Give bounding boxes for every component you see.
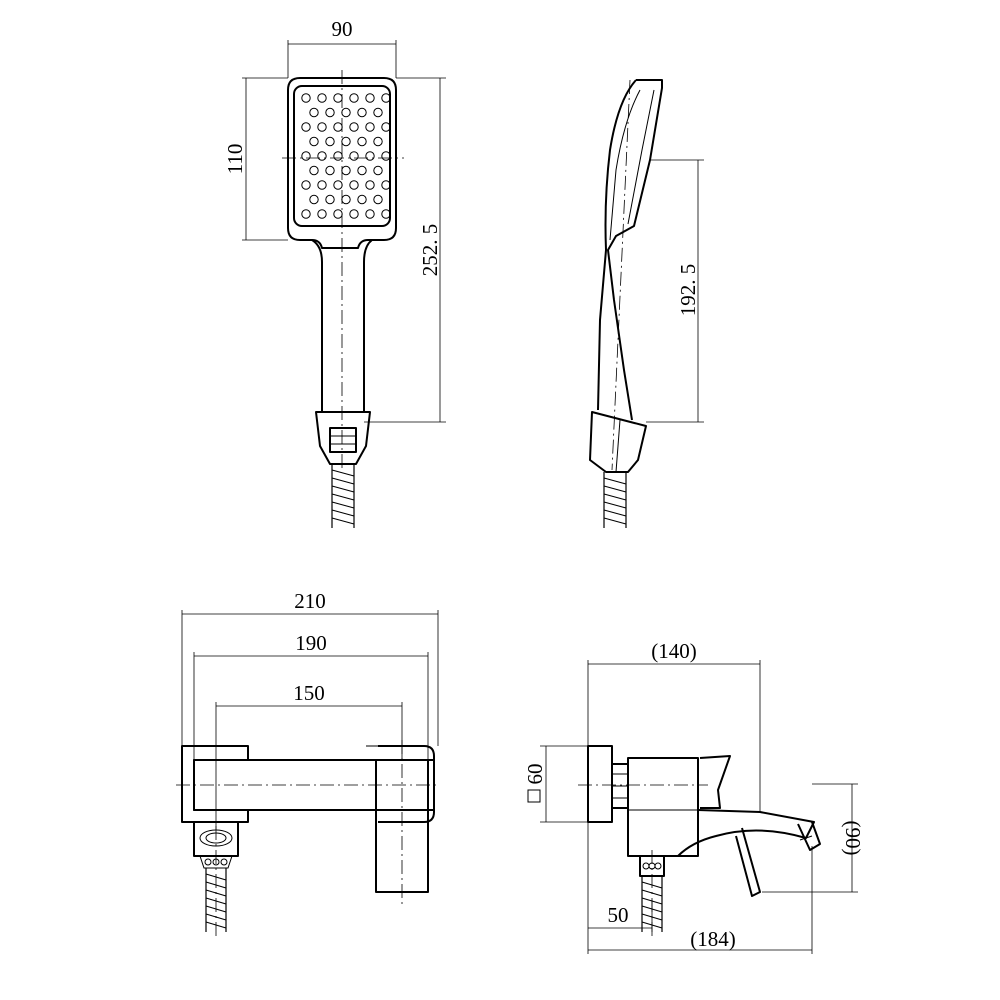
spray-hole bbox=[341, 194, 351, 205]
spray-hole bbox=[365, 180, 375, 190]
spray-hole bbox=[365, 209, 375, 219]
dim-spout-reach: (140) bbox=[651, 639, 697, 663]
dim-flange-square: 60 bbox=[523, 764, 547, 785]
spray-hole bbox=[309, 136, 319, 147]
hand-shower-side-view: 192. 5 bbox=[589, 79, 704, 528]
spray-hole bbox=[357, 136, 367, 147]
spray-hole bbox=[317, 122, 327, 132]
dim-head-height: 110 bbox=[223, 144, 247, 175]
spray-hole bbox=[333, 209, 343, 219]
mixer-front-view: 210 190 150 bbox=[176, 589, 440, 936]
spray-hole bbox=[317, 180, 327, 190]
hand-shower-front-view: 90 110 252. 5 bbox=[223, 17, 446, 528]
spray-hole bbox=[301, 180, 311, 190]
dim-head-width: 90 bbox=[332, 17, 353, 41]
spray-hole bbox=[373, 107, 383, 118]
spray-hole bbox=[357, 107, 367, 118]
spray-hole bbox=[341, 136, 351, 147]
spray-hole bbox=[349, 93, 359, 103]
spray-hole bbox=[317, 93, 327, 103]
spray-hole bbox=[301, 151, 311, 161]
spray-hole bbox=[301, 122, 311, 132]
spray-hole bbox=[373, 165, 383, 176]
spray-hole bbox=[381, 93, 391, 103]
dim-side-length: 192. 5 bbox=[676, 264, 700, 317]
spray-hole bbox=[349, 122, 359, 132]
dim-wall-offset: 50 bbox=[608, 903, 629, 927]
spray-hole bbox=[373, 136, 383, 147]
spray-hole bbox=[365, 122, 375, 132]
spray-hole bbox=[325, 165, 335, 176]
spray-hole bbox=[301, 93, 311, 103]
spray-hole bbox=[309, 194, 319, 205]
hose-front bbox=[331, 464, 355, 528]
spray-hole bbox=[317, 151, 327, 161]
mixer-side-view: (140) 60 (90) 50 (184) bbox=[523, 639, 865, 954]
hose-side bbox=[603, 472, 627, 528]
dim-bar-total: 210 bbox=[294, 589, 326, 613]
spray-hole bbox=[325, 107, 335, 118]
spray-hole bbox=[381, 180, 391, 190]
spray-hole bbox=[381, 209, 391, 219]
spray-hole bbox=[381, 122, 391, 132]
spray-hole bbox=[333, 180, 343, 190]
square-symbol bbox=[527, 789, 541, 803]
dim-bar-inner: 150 bbox=[293, 681, 325, 705]
spray-hole bbox=[357, 165, 367, 176]
spray-hole bbox=[317, 209, 327, 219]
spray-hole bbox=[365, 151, 375, 161]
spray-hole bbox=[381, 151, 391, 161]
spray-hole bbox=[333, 151, 343, 161]
dim-bar-mid: 190 bbox=[295, 631, 327, 655]
spray-hole bbox=[333, 93, 343, 103]
spray-hole bbox=[301, 209, 311, 219]
spray-hole bbox=[309, 107, 319, 118]
spray-hole bbox=[349, 180, 359, 190]
spray-hole bbox=[365, 93, 375, 103]
dim-spout-height: (90) bbox=[841, 821, 865, 856]
spray-hole bbox=[333, 122, 343, 132]
dim-handle-length: 252. 5 bbox=[418, 224, 442, 277]
spray-hole bbox=[341, 107, 351, 118]
spray-hole bbox=[349, 151, 359, 161]
spray-hole bbox=[349, 209, 359, 219]
dim-overall-depth: (184) bbox=[690, 927, 736, 951]
spray-hole bbox=[357, 194, 367, 205]
spray-nozzle-grid bbox=[301, 93, 391, 219]
spray-hole bbox=[309, 165, 319, 176]
spray-hole bbox=[325, 194, 335, 205]
spray-hole bbox=[373, 194, 383, 205]
spray-hole bbox=[341, 165, 351, 176]
spray-hole bbox=[325, 136, 335, 147]
